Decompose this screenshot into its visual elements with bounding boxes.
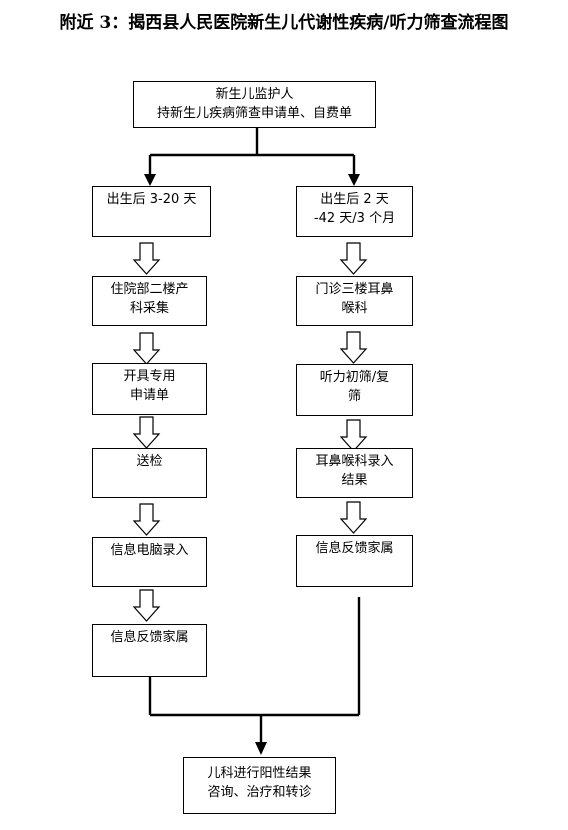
left-step-5-line1: 信息电脑录入 [110,543,189,558]
bottom-arrowhead [255,742,267,755]
hollow-arrow-icon [339,331,368,364]
left-step-5-box: 信息电脑录入 [92,537,207,587]
right-step-2-box: 门诊三楼耳鼻 喉科 [296,276,413,326]
hollow-arrow-icon [132,589,161,622]
left-step-3-box: 开具专用 申请单 [92,363,207,415]
left-step-1-box: 出生后 3-20 天 [92,186,211,237]
hollow-arrow-icon [132,242,161,275]
pediatrics-followup-line2: 咨询、治疗和转诊 [207,785,312,800]
left-step-1-line1: 出生后 3-20 天 [106,192,197,207]
left-step-2-box: 住院部二楼产 科采集 [92,276,207,326]
guardian-box: 新生儿监护人 持新生儿疾病筛查申请单、自费单 [133,81,376,128]
guardian-box-line1: 新生儿监护人 [215,87,294,102]
hollow-arrow-icon [132,416,161,449]
right-step-4-line2: 结果 [341,473,368,488]
hollow-arrow-icon [132,332,161,365]
right-step-3-line2: 筛 [347,389,361,404]
left-step-6-box: 信息反馈家属 [92,624,207,677]
page-title: 附近 3：揭西县人民医院新生儿代谢性疾病/听力筛查流程图 [59,13,509,33]
right-step-3-box: 听力初筛/复 筛 [296,364,413,416]
pediatrics-followup-box: 儿科进行阳性结果 咨询、治疗和转诊 [183,757,336,814]
left-step-3-line1: 开具专用 [123,369,176,384]
pediatrics-followup-line1: 儿科进行阳性结果 [207,766,312,781]
right-step-1-box: 出生后 2 天 -42 天/3 个月 [296,186,413,237]
right-step-1-line1: 出生后 2 天 [320,192,389,207]
right-step-4-box: 耳鼻喉科录入 结果 [296,448,413,498]
right-step-5-line1: 信息反馈家属 [315,541,394,556]
right-step-1-line2: -42 天/3 个月 [313,211,396,226]
right-step-3-line1: 听力初筛/复 [319,370,390,385]
hollow-arrow-icon [132,503,161,536]
right-step-2-line2: 喉科 [341,301,368,316]
hollow-arrow-icon [339,501,368,534]
left-branch-arrowhead [144,174,156,186]
hollow-arrow-icon [339,419,368,452]
guardian-box-line2: 持新生儿疾病筛查申请单、自费单 [156,106,352,121]
right-branch-arrowhead [348,174,360,186]
right-step-5-box: 信息反馈家属 [296,535,413,587]
left-step-4-line1: 送检 [136,454,163,469]
left-step-2-line2: 科采集 [129,301,169,316]
left-step-4-box: 送检 [92,448,207,498]
right-step-4-line1: 耳鼻喉科录入 [315,454,394,469]
left-step-3-line2: 申请单 [129,388,169,403]
hollow-arrow-icon [339,242,368,275]
left-step-2-line1: 住院部二楼产 [110,282,189,297]
left-step-6-line1: 信息反馈家属 [110,630,189,645]
right-step-2-line1: 门诊三楼耳鼻 [315,282,394,297]
